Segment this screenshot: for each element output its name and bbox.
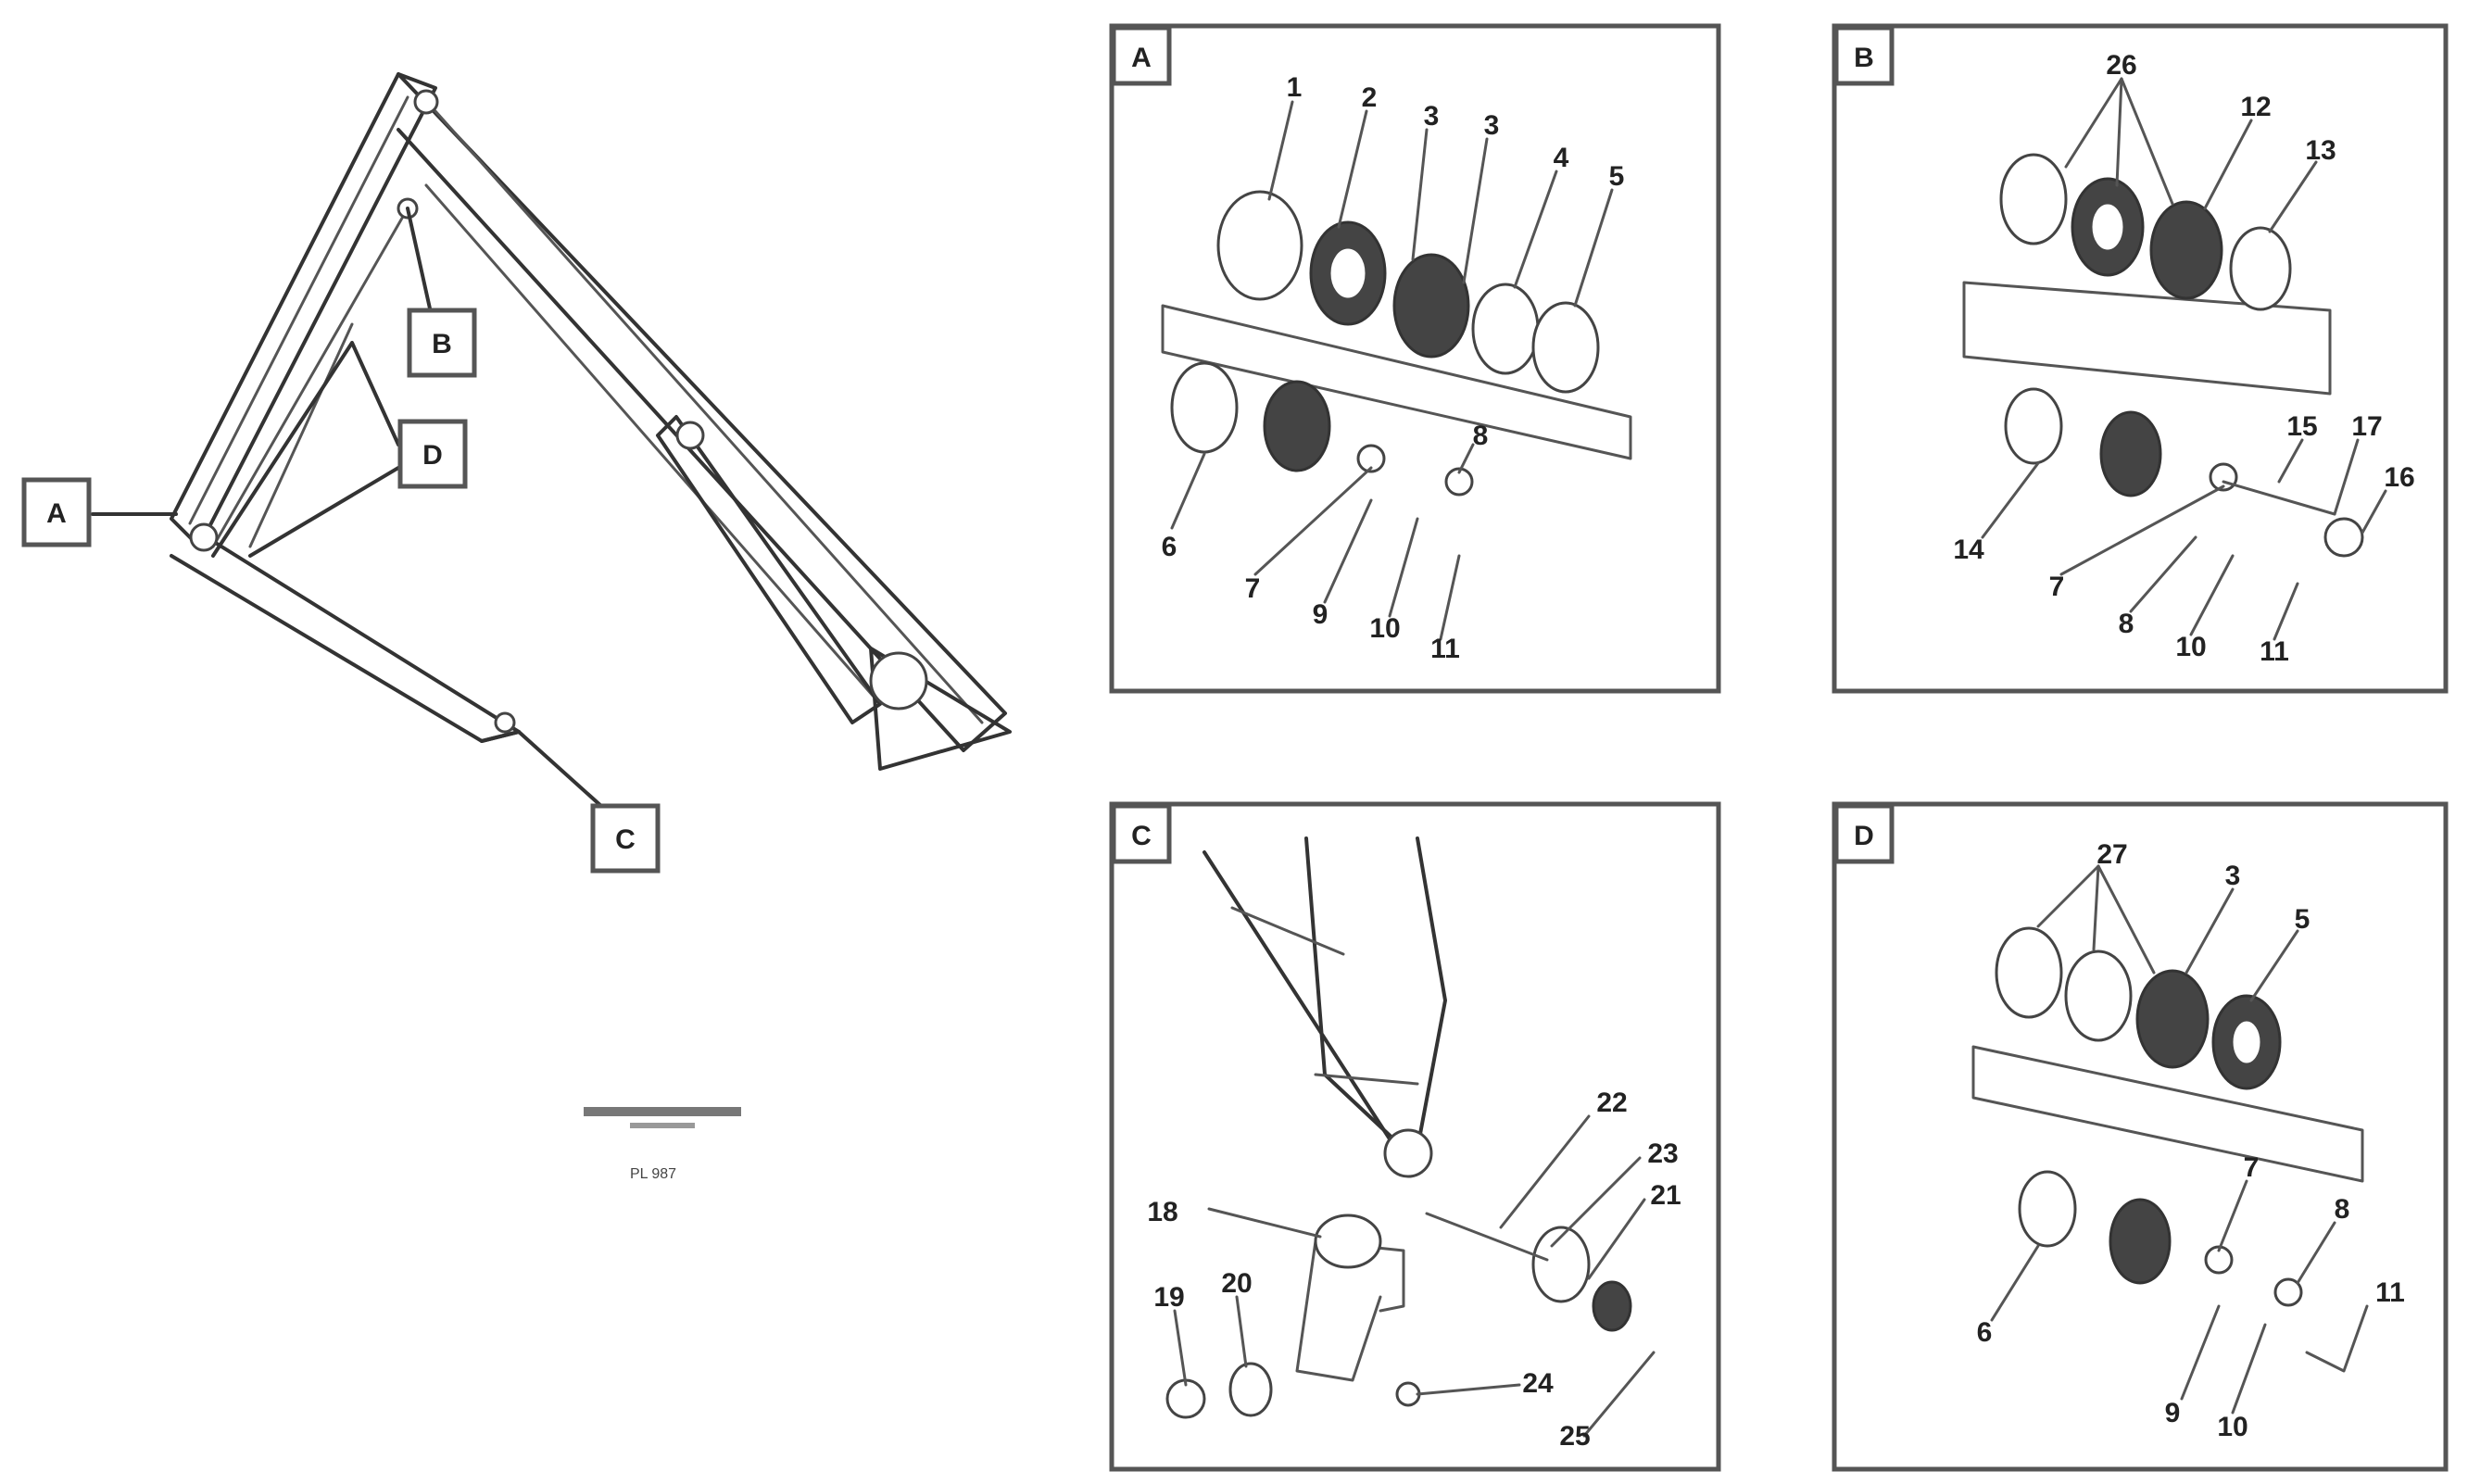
part-number-label-3: 3 [1484,110,1500,141]
detail-panel-d: D 27 3 5 7 8 6 11 9 10 [1832,801,2449,1472]
part-number-label-3: 3 [2225,861,2241,891]
callout-letter: B [432,329,452,359]
reference-mark: PL 987 [584,1107,741,1182]
part-number-label-10: 10 [2175,632,2206,662]
callout-leaders [91,207,613,817]
part-number-label-15: 15 [2286,411,2317,442]
part-number-label-12: 12 [2240,92,2271,122]
part-number-label-10: 10 [2217,1412,2248,1442]
part-number-label-7: 7 [2244,1152,2260,1183]
part-number-label-18: 18 [1147,1197,1177,1227]
part-number-label-11: 11 [2260,636,2289,667]
part-number-label-17: 17 [2351,411,2382,442]
callout-a: A [21,477,92,547]
part-number-label-2: 2 [1362,82,1378,113]
part-number-label-25: 25 [1559,1421,1590,1452]
part-number-label-6: 6 [1162,532,1177,562]
part-number-label-22: 22 [1596,1088,1627,1118]
part-number-label-8: 8 [2335,1194,2350,1225]
callout-letter: C [1131,821,1152,851]
part-number-label-16: 16 [2384,462,2414,493]
callout-letter: A [1131,43,1152,73]
part-number-label-10: 10 [1369,613,1400,644]
part-number-label-7: 7 [2049,572,2065,602]
part-number-label-5: 5 [1609,161,1625,192]
part-number-label-8: 8 [1473,421,1489,451]
detail-panel-c: C 18 19 20 22 23 21 24 25 [1109,801,1721,1472]
bushing-row [1999,153,2292,311]
part-number-label-6: 6 [1977,1317,1993,1348]
callout-letter: D [1854,821,1874,851]
part-number-label-21: 21 [1650,1180,1681,1211]
part-number-label-5: 5 [2295,904,2311,935]
callout-b: B [407,308,477,378]
detail-panel-b: B 26 12 13 14 15 17 16 7 [1832,23,2449,694]
part-number-label-4: 4 [1554,143,1569,173]
callout-d: D [397,419,468,489]
bushing-row [1216,190,1600,394]
callout-c: C [590,803,661,874]
part-number-label-14: 14 [1953,534,1984,565]
part-number-label-20: 20 [1221,1268,1252,1299]
part-number-label-7: 7 [1245,573,1261,604]
part-number-label-9: 9 [2165,1398,2181,1428]
callout-letter: D [422,440,443,471]
part-number-label-24: 24 [1522,1368,1554,1399]
callout-letter: C [615,824,636,855]
part-number-label-19: 19 [1153,1282,1184,1313]
callout-letter: B [1854,43,1874,73]
part-number-label-8: 8 [2119,609,2134,639]
part-number-label-1: 1 [1287,72,1303,103]
boom-assembly-drawing [170,72,1012,771]
part-number-label-13: 13 [2305,135,2336,166]
part-number-label-27: 27 [2097,839,2127,870]
part-number-label-11: 11 [2375,1277,2405,1308]
part-number-label-26: 26 [2106,50,2136,81]
part-number-label-23: 23 [1647,1138,1678,1169]
part-number-label-11: 11 [1430,634,1460,664]
callout-letter: A [46,498,67,529]
bushing-row [1995,926,2282,1090]
detail-panel-a: A 1 2 3 3 4 5 [1109,23,1721,694]
part-number-label-9: 9 [1313,599,1328,630]
part-number-label-3: 3 [1424,101,1440,132]
reference-code: PL 987 [630,1166,676,1182]
